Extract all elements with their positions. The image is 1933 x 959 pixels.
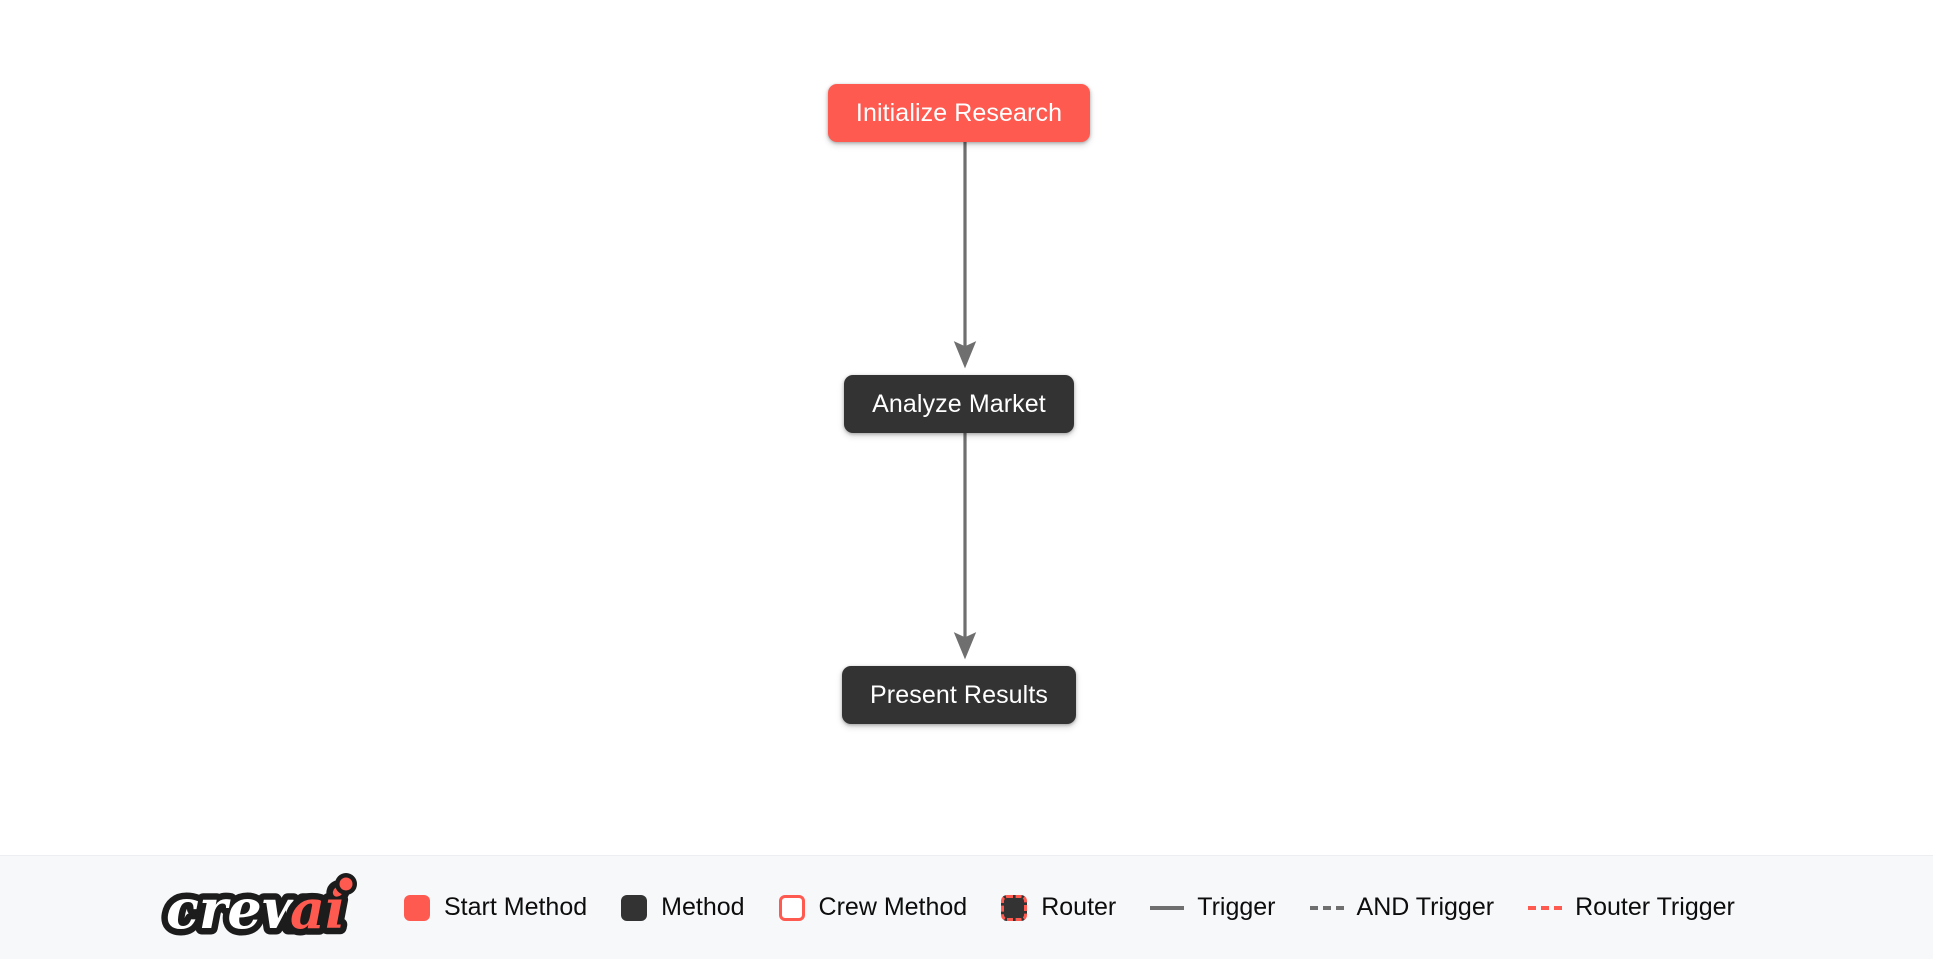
trigger-line-icon [1150,905,1185,910]
legend-item-router[interactable]: Router [1001,893,1117,921]
legend-item-router-trigger[interactable]: Router Trigger [1528,895,1735,920]
crew-method-swatch-icon [778,894,805,921]
router-trigger-line-icon [1528,905,1563,910]
flow-node-initialize-research[interactable]: Initialize Research [828,84,1090,142]
flow-node-label: Present Results [870,680,1048,709]
legend-item-method[interactable]: Method [621,893,745,921]
legend-item-trigger[interactable]: Trigger [1150,893,1276,921]
legend-label: Router Trigger [1575,893,1735,921]
logo-text-crew: crew [166,877,311,941]
legend-label: AND Trigger [1356,893,1495,921]
logo-dot [339,877,353,890]
logo-outline-crew: crew [166,877,311,941]
method-swatch-icon [621,894,648,921]
legend-label: Router [1041,893,1117,921]
flow-node-label: Initialize Research [855,98,1063,127]
legend-label: Method [661,893,745,921]
flow-node-label: Analyze Market [872,389,1046,418]
legend-label: Crew Method [818,893,968,921]
flow-node-present-results[interactable]: Present Results [842,666,1076,724]
legend-label: Trigger [1197,893,1276,921]
legend-item-start-method[interactable]: Start Method [404,893,588,921]
legend-item-and-trigger[interactable]: AND Trigger [1309,893,1495,921]
start-method-swatch-icon [404,894,430,921]
crewai-logo: crew crew ai ai [160,872,382,944]
legend-bar: crew crew ai ai Start Method Method [0,855,1933,959]
flow-node-analyze-market[interactable]: Analyze Market [844,375,1074,433]
legend-items: Start Method Method Crew Method Router T… [404,893,1735,921]
flow-canvas[interactable]: Initialize Research Analyze Market Prese… [0,0,1933,855]
legend-label: Start Method [444,893,588,921]
legend-item-crew-method[interactable]: Crew Method [778,893,968,921]
and-trigger-line-icon [1309,905,1344,910]
router-swatch-icon [1001,894,1028,921]
